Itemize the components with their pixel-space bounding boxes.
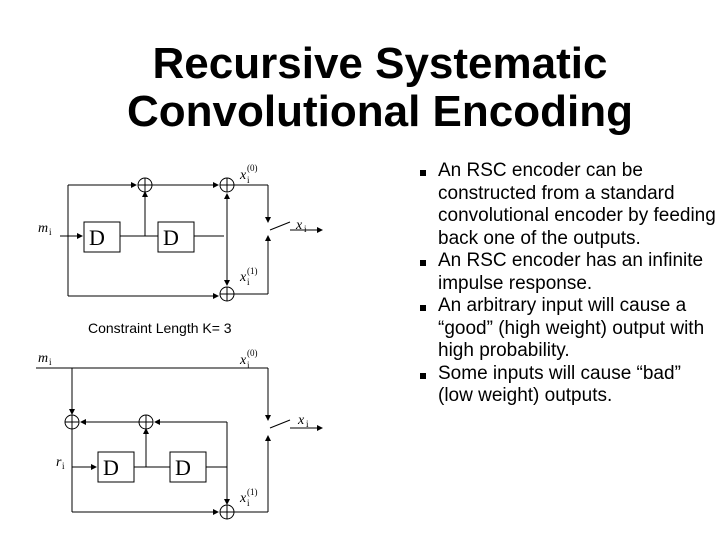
constraint-length-caption: Constraint Length K= 3 — [88, 320, 232, 336]
title-line-1: Recursive Systematic — [152, 39, 608, 88]
output-x0-label-2: x — [239, 353, 247, 368]
output-x0-sup: (0) — [247, 163, 258, 173]
output-x-sub: i — [304, 224, 307, 234]
output-x0-sup-2: (0) — [247, 348, 258, 358]
input-m-sub: i — [49, 227, 52, 237]
output-x0-label: x — [239, 168, 247, 183]
bullet-item: An arbitrary input will cause a “good” (… — [418, 295, 718, 363]
bullet-item: An RSC encoder has an infinite impulse r… — [418, 250, 718, 295]
delay-box-1 — [83, 221, 121, 253]
bullet-square-icon — [420, 170, 426, 176]
output-x1-label-2: x — [239, 491, 247, 506]
bullet-square-icon — [420, 305, 426, 311]
output-x-label-2: x — [297, 413, 305, 428]
bullet-square-icon — [420, 372, 426, 379]
delay-label-1: D — [89, 225, 105, 250]
encoder-diagrams: D D m i x (0) i x i x (1) i — [36, 163, 323, 520]
output-x1-sub: i — [247, 277, 250, 287]
input-m-label: m — [38, 221, 48, 236]
output-x1-sup-2: (1) — [247, 487, 258, 497]
output-x1-label: x — [239, 270, 247, 285]
input-m-sub-2: i — [49, 357, 52, 367]
delay-label-2: D — [163, 225, 179, 250]
output-x1-sup: (1) — [247, 266, 258, 276]
slide-title: Recursive Systematic Convolutional Encod… — [0, 40, 720, 136]
feedback-r-sub: i — [62, 461, 65, 471]
output-x0-sub-2: i — [247, 360, 250, 370]
delay-box-2 — [157, 221, 195, 253]
bullet-list: An RSC encoder can be constructed from a… — [418, 160, 718, 408]
feedback-r-label: r — [56, 455, 62, 470]
convolutional-encoder-diagram — [60, 177, 323, 302]
bullet-item: An RSC encoder can be constructed from a… — [418, 160, 718, 250]
output-x0-sub: i — [247, 175, 250, 185]
output-x-sub-2: i — [306, 419, 309, 429]
title-line-2: Convolutional Encoding — [127, 87, 633, 136]
output-x1-sub-2: i — [247, 498, 250, 508]
delay-label-3: D — [103, 455, 119, 480]
output-x-label: x — [295, 218, 303, 233]
bullet-square-icon — [420, 260, 426, 266]
rsc-encoder-diagram — [36, 367, 323, 520]
delay-label-4: D — [175, 455, 191, 480]
input-m-label-2: m — [38, 351, 48, 366]
bullet-item: Some inputs will cause “bad” (low weight… — [418, 363, 718, 408]
